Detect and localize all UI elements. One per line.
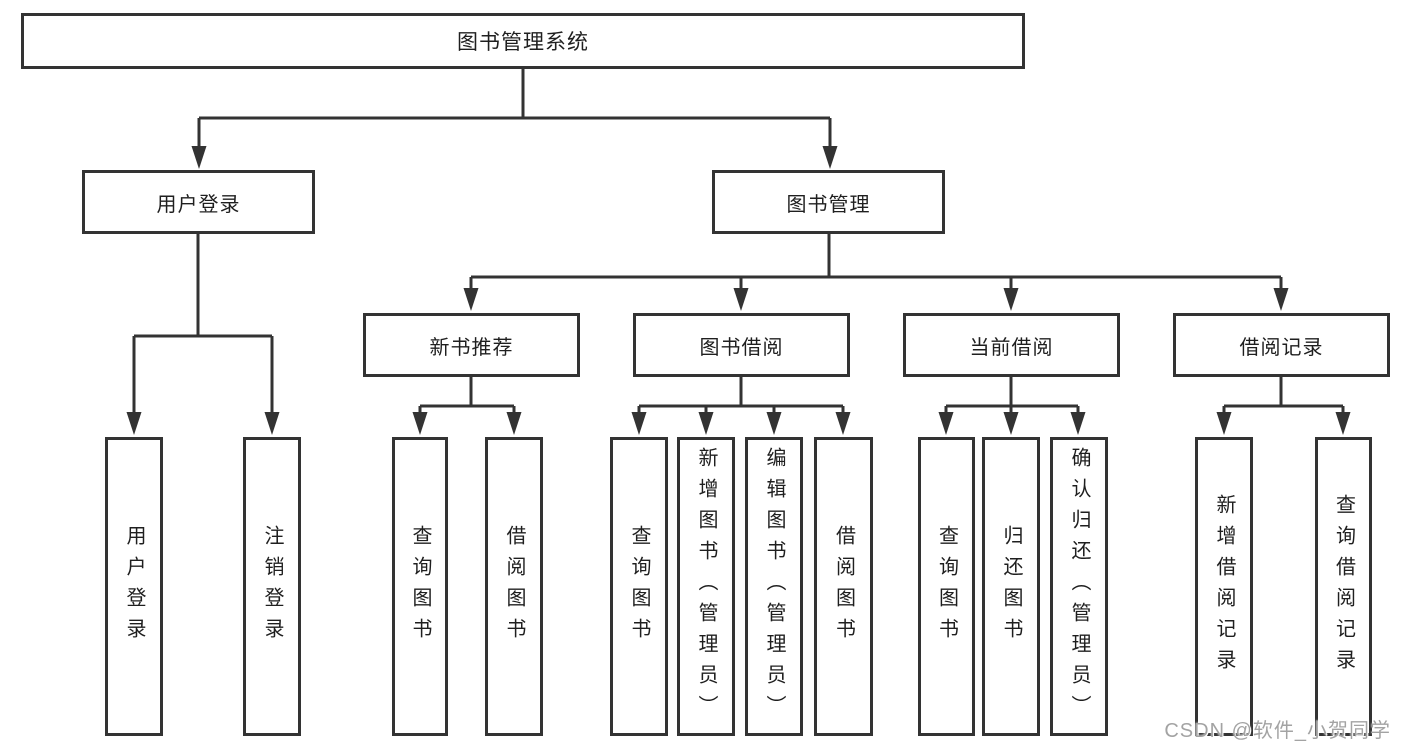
leaf-borrow-edit-books-admin-label: 编辑图书（管理员） (763, 447, 785, 726)
leaf-records-query-record: 查询借阅记录 (1315, 437, 1372, 736)
leaf-current-query-books-label: 查询图书 (935, 524, 958, 649)
leaf-borrow-borrow-books: 借阅图书 (814, 437, 873, 736)
leaf-borrow-add-books-admin: 新增图书（管理员） (677, 437, 735, 736)
leaf-current-confirm-return-admin: 确认归还（管理员） (1050, 437, 1108, 736)
leaf-records-add-record: 新增借阅记录 (1195, 437, 1253, 736)
node-book-borrowing-label: 图书借阅 (699, 336, 784, 359)
leaf-borrow-borrow-books-label: 借阅图书 (832, 524, 855, 649)
node-book-management-label: 图书管理 (786, 193, 871, 216)
leaf-logout: 注销登录 (243, 437, 301, 736)
connector-bookborrow-to-leaves (637, 377, 845, 427)
leaf-newbook-query-books: 查询图书 (392, 437, 448, 736)
leaf-newbook-query-books-label: 查询图书 (409, 524, 431, 649)
leaf-current-query-books: 查询图书 (918, 437, 975, 736)
leaf-current-return-books: 归还图书 (982, 437, 1040, 736)
node-root-label: 图书管理系统 (457, 31, 589, 54)
connector-root-to-level2 (197, 68, 832, 161)
node-borrowing-records-label: 借阅记录 (1239, 336, 1324, 359)
node-new-book-recommend: 新书推荐 (363, 313, 580, 377)
arrowhead-icons (126, 146, 1351, 435)
node-current-borrowing: 当前借阅 (903, 313, 1120, 377)
node-current-borrowing-label: 当前借阅 (969, 336, 1054, 359)
leaf-newbook-borrow-books-label: 借阅图书 (503, 524, 525, 649)
csdn-watermark: CSDN @软件_小贺同学 (1164, 720, 1391, 742)
leaf-user-login: 用户登录 (105, 437, 163, 736)
connector-userlogin-to-leaves (132, 233, 274, 427)
leaf-borrow-query-books-label: 查询图书 (628, 524, 650, 649)
leaf-borrow-query-books: 查询图书 (610, 437, 668, 736)
node-new-book-recommend-label: 新书推荐 (429, 336, 514, 359)
leaf-logout-label: 注销登录 (261, 524, 283, 649)
node-root-system: 图书管理系统 (21, 13, 1025, 69)
leaf-borrow-edit-books-admin: 编辑图书（管理员） (745, 437, 803, 736)
leaf-borrow-add-books-admin-label: 新增图书（管理员） (695, 447, 717, 726)
leaf-records-add-record-label: 新增借阅记录 (1213, 493, 1235, 680)
node-borrowing-records: 借阅记录 (1173, 313, 1390, 377)
node-book-management: 图书管理 (712, 170, 945, 234)
leaf-newbook-borrow-books: 借阅图书 (485, 437, 543, 736)
leaf-current-confirm-return-admin-label: 确认归还（管理员） (1068, 447, 1090, 726)
node-user-login-label: 用户登录 (156, 193, 241, 216)
leaf-records-query-record-label: 查询借阅记录 (1332, 493, 1355, 680)
leaf-user-login-label: 用户登录 (123, 524, 145, 649)
connector-bookmgmt-to-level3 (469, 233, 1283, 303)
node-user-login: 用户登录 (82, 170, 315, 234)
connector-newbook-to-leaves (418, 377, 516, 427)
connector-records-to-leaves (1222, 377, 1345, 427)
node-book-borrowing: 图书借阅 (633, 313, 850, 377)
leaf-current-return-books-label: 归还图书 (1000, 524, 1022, 649)
